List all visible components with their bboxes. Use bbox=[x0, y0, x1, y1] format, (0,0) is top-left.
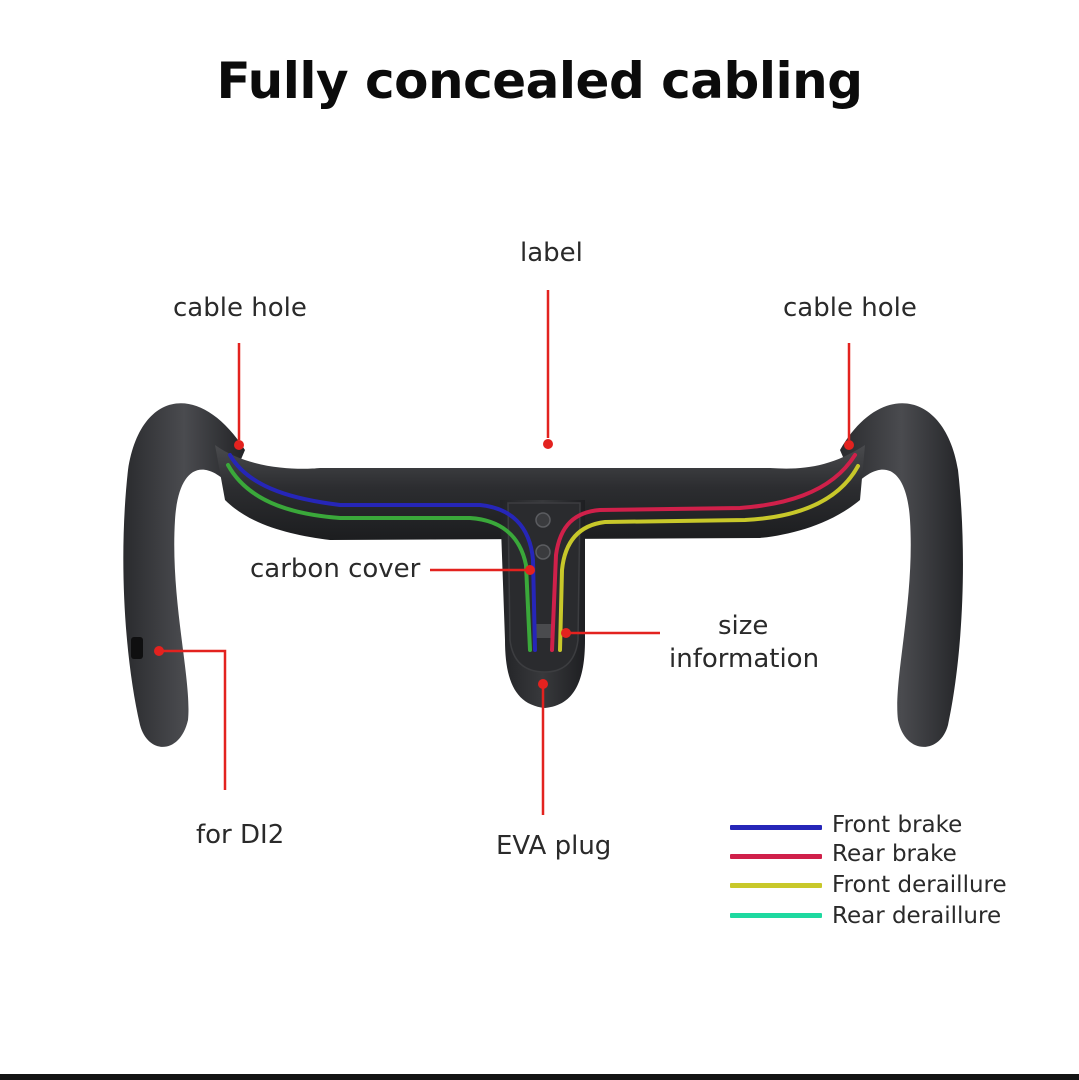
callout-size-information-line1: size bbox=[718, 611, 769, 641]
callout-eva-plug: EVA plug bbox=[496, 831, 612, 861]
callout-carbon-cover: carbon cover bbox=[250, 554, 421, 584]
cable-routing bbox=[226, 453, 860, 652]
legend-label-rear-brake: Rear brake bbox=[832, 841, 957, 867]
callout-size-information-line2: information bbox=[669, 644, 820, 674]
legend-swatch-front-deraillure bbox=[730, 883, 822, 888]
legend-swatch-front-brake bbox=[730, 825, 822, 830]
legend-label-rear-deraillure: Rear deraillure bbox=[832, 903, 1002, 929]
legend-swatch-rear-brake bbox=[730, 854, 822, 859]
callout-label: label bbox=[520, 238, 583, 268]
callout-cable-hole-right: cable hole bbox=[783, 293, 917, 323]
legend-label-front-deraillure: Front deraillure bbox=[832, 872, 1007, 898]
di2-port-hole bbox=[131, 637, 143, 659]
legend-label-front-brake: Front brake bbox=[832, 812, 963, 838]
callout-for-di2: for DI2 bbox=[196, 820, 285, 850]
bottom-divider bbox=[0, 1074, 1079, 1080]
callout-dots bbox=[154, 439, 854, 689]
right-drop bbox=[840, 403, 963, 747]
front-deraillure-cable bbox=[558, 464, 860, 652]
rear-brake-cable bbox=[550, 453, 857, 652]
page-title: Fully concealed cabling bbox=[216, 52, 864, 110]
callout-cable-hole-left: cable hole bbox=[173, 293, 307, 323]
rear-deraillure-cable bbox=[226, 463, 532, 652]
legend-swatch-rear-deraillure bbox=[730, 913, 822, 918]
callout-lines bbox=[160, 290, 851, 815]
left-drop bbox=[123, 403, 245, 747]
front-brake-cable bbox=[228, 453, 537, 652]
stem-face bbox=[507, 502, 581, 673]
